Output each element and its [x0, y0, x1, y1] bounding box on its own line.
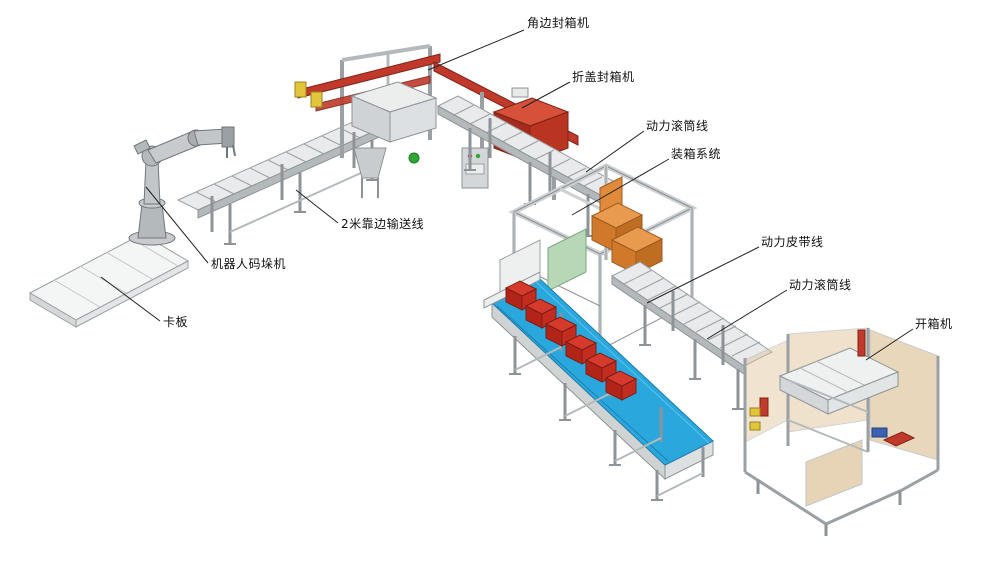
red-carton	[604, 370, 638, 401]
red-carton-magazine	[882, 431, 916, 447]
green-indicator	[408, 152, 420, 164]
red-cartons-on-belt	[504, 280, 638, 401]
label-power-belt-line: 动力皮带线	[761, 235, 824, 249]
label-power-roller-line-top: 动力滚筒线	[646, 119, 709, 133]
leader-case-packing-system	[571, 158, 670, 216]
blue-part	[871, 427, 888, 438]
leader-power-roller-line-right	[706, 289, 788, 340]
carton-hopper	[805, 439, 863, 507]
green-panel	[547, 228, 587, 292]
leader-lines	[100, 29, 914, 361]
leader-flap-fold-sealer	[521, 81, 571, 109]
power-roller-line-right-graphic	[611, 261, 773, 410]
leader-power-belt-line	[646, 246, 760, 304]
label-pallet: 卡板	[163, 315, 189, 329]
pallet-graphic	[28, 233, 190, 328]
label-case-erector: 开箱机	[915, 317, 953, 331]
leader-case-erector	[865, 328, 914, 361]
leader-corner-edge-sealer	[427, 29, 525, 71]
power-roller-line-top-graphic	[436, 95, 624, 237]
red-lever	[857, 329, 866, 357]
label-flap-fold-sealer: 折盖封箱机	[572, 70, 635, 84]
label-power-roller-line-right: 动力滚筒线	[789, 278, 852, 292]
yellow-clamp	[310, 91, 323, 108]
label-case-packing-system: 装箱系统	[671, 147, 722, 161]
leader-robot-palletizer	[145, 186, 209, 264]
case-erector-graphic	[743, 327, 940, 536]
leader-edge-conveyor-2m	[295, 189, 339, 224]
label-corner-edge-sealer: 角边封箱机	[527, 16, 590, 30]
edge-conveyor-graphic	[176, 103, 415, 245]
leader-power-roller-line-top	[585, 130, 645, 173]
leader-pallet	[100, 276, 161, 322]
label-edge-conveyor-2m: 2米靠边输送线	[341, 217, 425, 231]
label-robot-palletizer: 机器人码垛机	[211, 257, 287, 271]
robot-arm-graphic	[128, 126, 236, 246]
yellow-clamp	[294, 81, 307, 98]
corner-edge-sealer-graphic	[294, 44, 441, 198]
